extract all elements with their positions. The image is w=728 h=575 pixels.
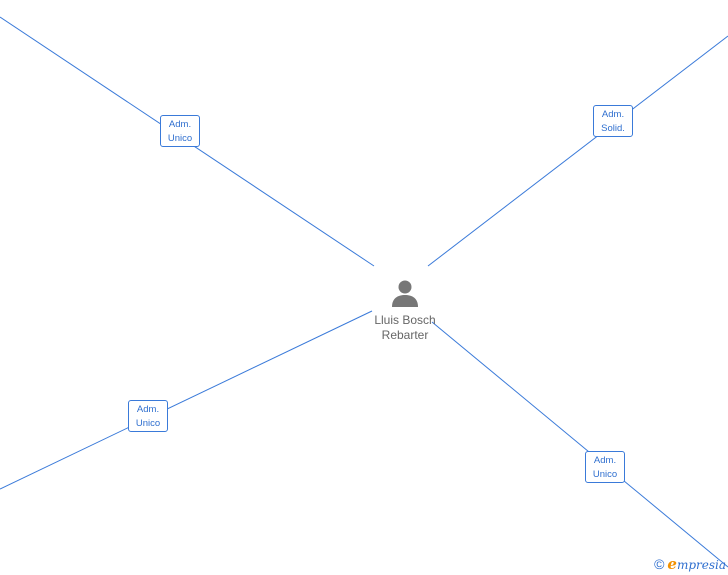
role-line2: Unico bbox=[592, 469, 618, 480]
brand-logo-e: e bbox=[667, 555, 677, 573]
edge-lower-right bbox=[431, 321, 728, 568]
person-name-line2: Rebarter bbox=[381, 328, 429, 342]
edge-upper-right bbox=[427, 35, 728, 267]
role-line2: Solid. bbox=[601, 123, 625, 134]
role-box-adm-unico-lower-right[interactable]: Adm. Unico bbox=[585, 451, 625, 483]
person-name: Lluis Bosch Rebarter bbox=[362, 313, 448, 343]
copyright-icon: © bbox=[654, 556, 665, 572]
role-line1: Adm. bbox=[168, 119, 192, 130]
role-box-adm-unico-upper-left[interactable]: Adm. Unico bbox=[160, 115, 200, 147]
role-line2: Unico bbox=[135, 418, 161, 429]
person-icon bbox=[392, 280, 418, 307]
person-name-line1: Lluis Bosch bbox=[374, 313, 436, 327]
empresia-watermark: ©empresia bbox=[654, 555, 726, 573]
edge-lower-left bbox=[0, 310, 373, 490]
role-line2: Unico bbox=[167, 133, 193, 144]
center-person-node[interactable]: Lluis Bosch Rebarter bbox=[362, 278, 448, 343]
role-box-adm-unico-lower-left[interactable]: Adm. Unico bbox=[128, 400, 168, 432]
role-line1: Adm. bbox=[601, 109, 625, 120]
role-box-adm-solid-upper-right[interactable]: Adm. Solid. bbox=[593, 105, 633, 137]
role-line1: Adm. bbox=[593, 455, 617, 466]
role-line1: Adm. bbox=[136, 404, 160, 415]
brand-logo-text: mpresia bbox=[676, 558, 726, 572]
